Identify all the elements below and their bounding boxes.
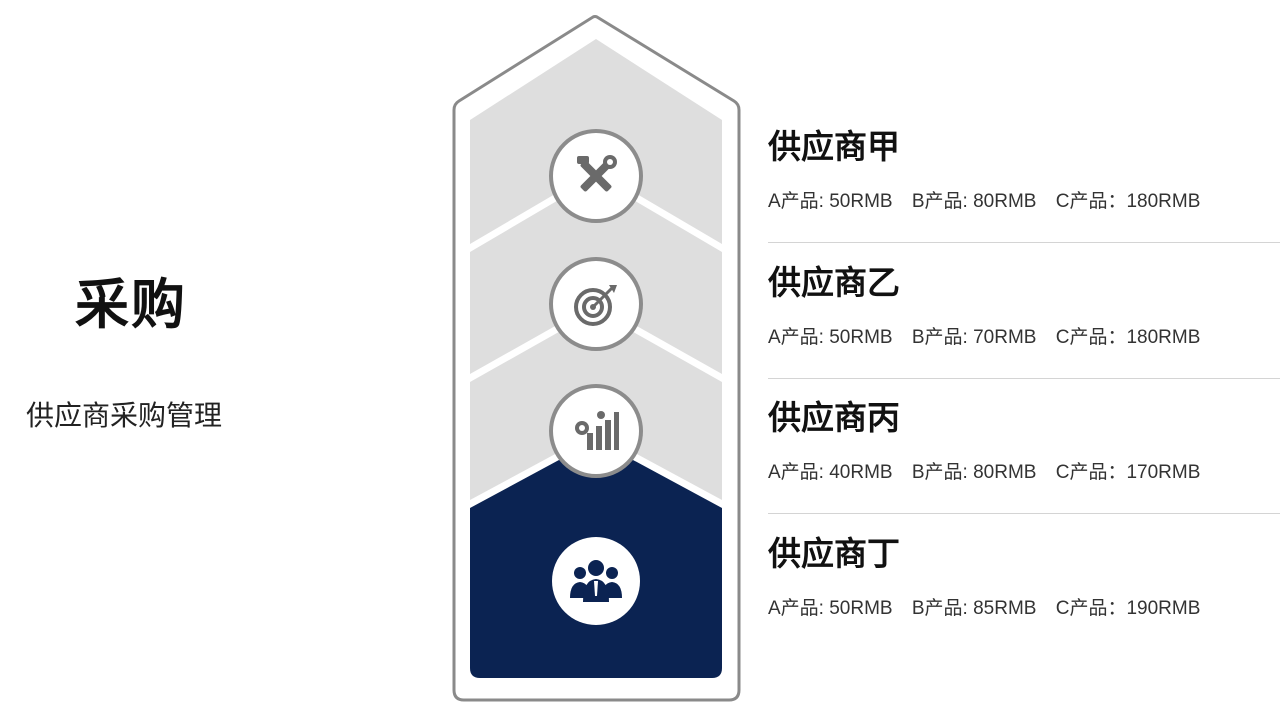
team-icon xyxy=(570,560,622,602)
price-c: C产品：170RMB xyxy=(1055,462,1201,483)
supplier-name: 供应商丁 xyxy=(768,534,900,573)
supplier-item: 供应商丁 A产品: 50RMB B产品: 85RMB C产品：190RMB xyxy=(768,537,1280,620)
page-subtitle: 供应商采购管理 xyxy=(26,399,223,432)
supplier-item: 供应商乙 A产品: 50RMB B产品: 70RMB C产品：180RMB xyxy=(768,266,1280,349)
supplier-item: 供应商丙 A产品: 40RMB B产品: 80RMB C产品：170RMB xyxy=(768,401,1280,484)
price-b: B产品: 80RMB xyxy=(911,462,1037,483)
divider xyxy=(768,242,1280,243)
supplier-name: 供应商丙 xyxy=(768,398,900,437)
price-a: A产品: 40RMB xyxy=(768,462,893,483)
tools-icon xyxy=(577,155,617,192)
price-a: A产品: 50RMB xyxy=(768,191,893,212)
supplier-name: 供应商乙 xyxy=(768,263,900,302)
supplier-prices: A产品: 50RMB B产品: 85RMB C产品：190RMB xyxy=(768,593,1280,620)
stage-4-badge xyxy=(552,537,640,625)
page-title: 采购 xyxy=(75,273,187,336)
supplier-prices: A产品: 50RMB B产品: 80RMB C产品：180RMB xyxy=(768,186,1280,213)
supplier-item: 供应商甲 A产品: 50RMB B产品: 80RMB C产品：180RMB xyxy=(768,130,1280,213)
price-b: B产品: 80RMB xyxy=(911,191,1037,212)
price-b: B产品: 85RMB xyxy=(911,598,1037,619)
supplier-prices: A产品: 40RMB B产品: 80RMB C产品：170RMB xyxy=(768,457,1280,484)
price-a: A产品: 50RMB xyxy=(768,598,893,619)
price-c: C产品：180RMB xyxy=(1055,191,1201,212)
stage-3-badge xyxy=(549,384,643,478)
stage-2-badge xyxy=(549,257,643,351)
target-icon xyxy=(574,285,617,326)
price-c: C产品：190RMB xyxy=(1055,598,1201,619)
supplier-prices: A产品: 50RMB B产品: 70RMB C产品：180RMB xyxy=(768,322,1280,349)
divider xyxy=(768,513,1280,514)
divider xyxy=(768,378,1280,379)
supplier-name: 供应商甲 xyxy=(768,127,900,166)
price-a: A产品: 50RMB xyxy=(768,327,893,348)
price-b: B产品: 70RMB xyxy=(911,327,1037,348)
price-c: C产品：180RMB xyxy=(1055,327,1201,348)
gear-chart-icon xyxy=(575,411,619,450)
stage-1-badge xyxy=(549,129,643,223)
